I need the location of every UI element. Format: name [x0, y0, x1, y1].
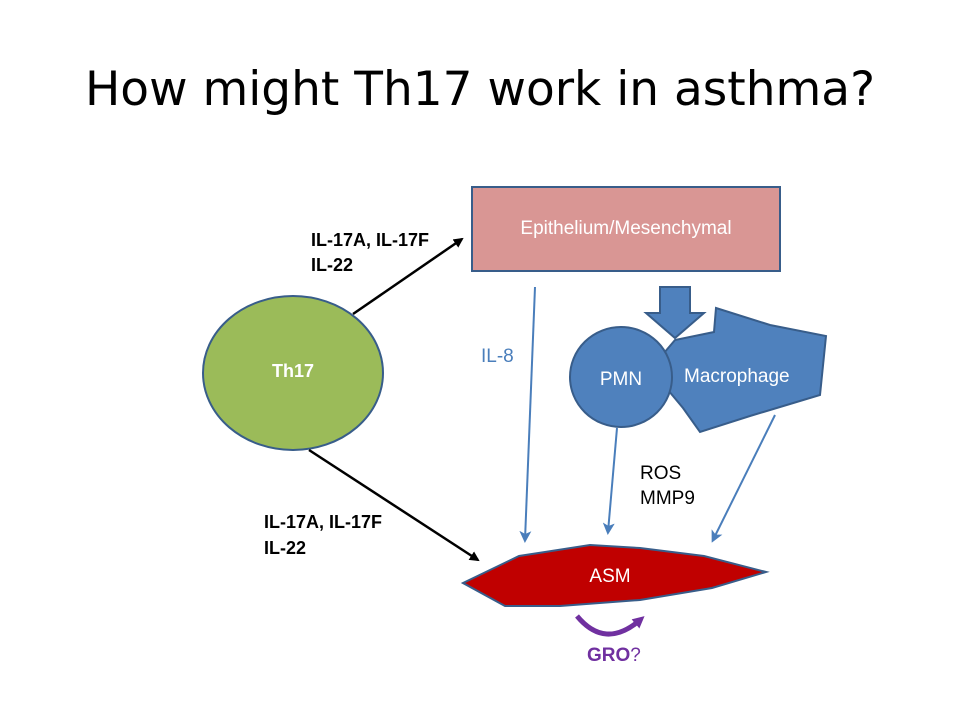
asm-node — [460, 543, 770, 607]
arrow-pmn-to-asm — [602, 427, 618, 535]
label-mmp9: MMP9 — [640, 488, 695, 509]
arrow-th17-to-asm — [308, 448, 480, 562]
macrophage-label: Macrophage — [684, 366, 790, 387]
label-th17-epi-line2: IL-22 — [311, 255, 354, 275]
pmn-label: PMN — [599, 369, 643, 390]
gro-autocrine-arrow — [575, 614, 645, 637]
label-il8: IL-8 — [481, 346, 514, 367]
th17-label: Th17 — [271, 361, 314, 381]
block-arrow-down — [643, 286, 707, 340]
th17-node — [202, 295, 384, 451]
asm-label: ASM — [589, 566, 631, 587]
label-th17-epi-line1: IL-17A, IL-17F — [311, 230, 430, 250]
label-gro: GRO? — [587, 644, 641, 668]
slide-title: How might Th17 work in asthma? — [84, 62, 876, 117]
epithelium-box — [471, 186, 781, 272]
arrow-il8-to-asm — [519, 286, 536, 543]
label-gro-suffix: ? — [630, 645, 641, 666]
label-th17-asm-line1: IL-17A, IL-17F — [264, 512, 383, 532]
pmn-node — [569, 326, 673, 428]
epithelium-label: Epithelium/Mesenchymal — [520, 218, 732, 239]
label-th17-asm-line2: IL-22 — [264, 538, 307, 558]
label-gro-text: GRO — [587, 645, 631, 666]
arrow-macrophage-to-asm — [711, 414, 776, 543]
label-ros: ROS — [640, 463, 682, 484]
arrow-th17-to-epithelium — [352, 237, 464, 316]
macrophage-node — [656, 306, 828, 434]
